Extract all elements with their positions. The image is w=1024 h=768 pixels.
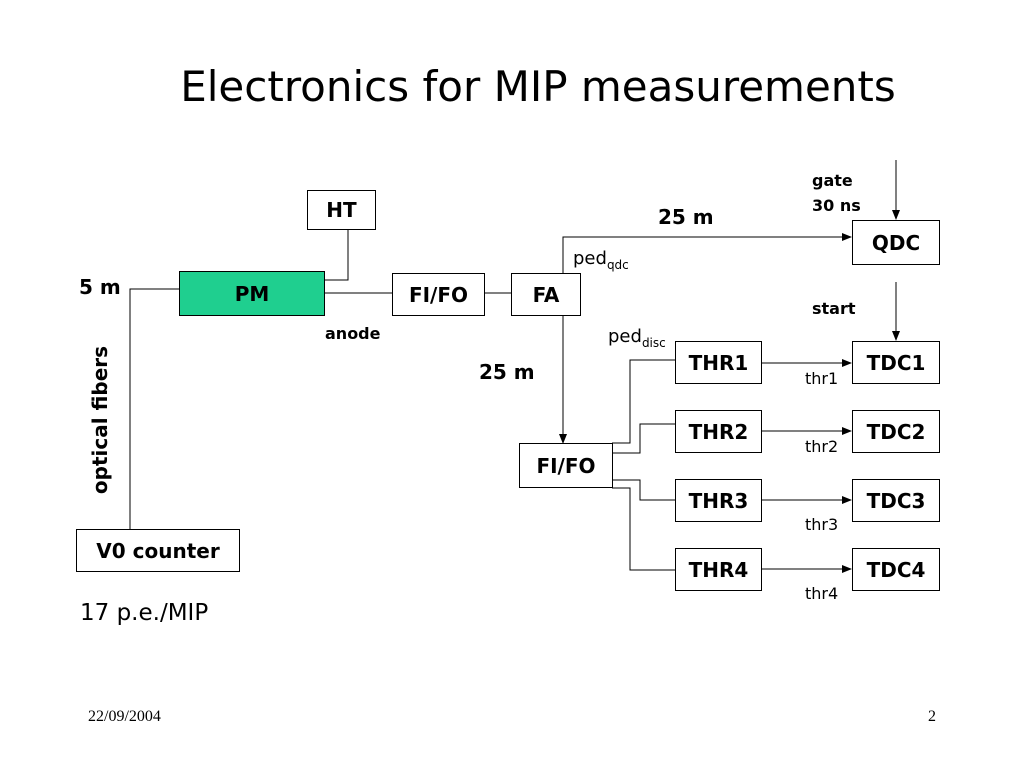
v0-counter-box: V0 counter (76, 529, 240, 572)
length-5m-label: 5 m (79, 275, 121, 299)
start-label: start (812, 299, 856, 318)
pe-per-mip-label: 17 p.e./MIP (80, 600, 209, 626)
tdc2-box: TDC2 (852, 410, 940, 453)
thr1-box: THR1 (675, 341, 762, 384)
tdc4-box: TDC4 (852, 548, 940, 591)
thr2-label: thr2 (805, 437, 839, 456)
thr1-label: thr1 (805, 369, 839, 388)
anode-label: anode (325, 324, 381, 343)
qdc-box: QDC (852, 220, 940, 265)
pm-box: PM (179, 271, 325, 316)
fifo-bottom-box: FI/FO (519, 443, 613, 488)
gate-label: gate (812, 171, 853, 190)
thr3-box: THR3 (675, 479, 762, 522)
ped-qdc-label: pedqdc (573, 248, 629, 272)
thr2-box: THR2 (675, 410, 762, 453)
thr4-box: THR4 (675, 548, 762, 591)
length-25m-top-label: 25 m (658, 205, 714, 229)
ped-disc-label: peddisc (608, 326, 666, 350)
thr3-label: thr3 (805, 515, 839, 534)
length-25m-side-label: 25 m (479, 360, 535, 384)
thr4-label: thr4 (805, 584, 839, 603)
ht-box: HT (307, 190, 376, 230)
tdc1-box: TDC1 (852, 341, 940, 384)
optical-fibers-label: optical fibers (88, 345, 112, 495)
slide-title: Electronics for MIP measurements (180, 62, 896, 111)
fifo-thr1-line (612, 359, 676, 444)
fifo-thr3-line (612, 479, 676, 501)
ht-line (324, 229, 349, 281)
fa-qdc-line (562, 233, 852, 273)
fifo-thr4-line (612, 487, 676, 571)
tdc3-box: TDC3 (852, 479, 940, 522)
fa-box: FA (511, 273, 581, 316)
fiber-line (129, 288, 180, 530)
footer-date: 22/09/2004 (88, 708, 161, 725)
fifo-top-box: FI/FO (392, 273, 485, 316)
page-number: 2 (928, 708, 936, 725)
gate-time-label: 30 ns (812, 196, 861, 215)
fifo-thr2-line (612, 423, 676, 454)
